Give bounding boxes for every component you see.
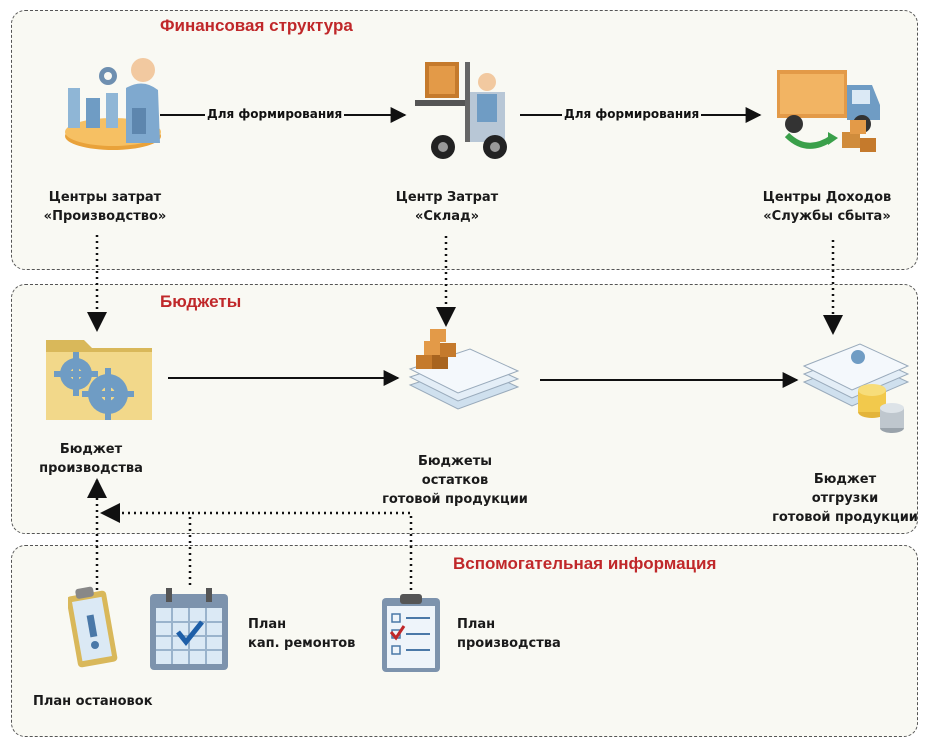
gear-folder-icon bbox=[46, 340, 152, 420]
label-stock-budget: Бюджеты остатков готовой продукции bbox=[382, 454, 528, 507]
clipboard-alert-icon bbox=[68, 586, 118, 668]
label-production-plan: План производства bbox=[457, 617, 561, 651]
label-sales-center: Центры Доходов «Службы сбыта» bbox=[762, 190, 892, 224]
label-production-budget: Бюджет производства bbox=[39, 442, 143, 476]
label-production-center: Центры затрат «Производство» bbox=[43, 190, 167, 224]
label-stop-plan: План остановок bbox=[33, 694, 153, 709]
budgets-panel bbox=[11, 284, 918, 534]
factory-worker-icon bbox=[65, 58, 161, 150]
edge-label-prod-warehouse: Для формирования bbox=[205, 107, 345, 121]
edge-production-plan bbox=[190, 511, 413, 590]
calendar-icon bbox=[150, 588, 228, 670]
boxes-documents-icon bbox=[408, 329, 520, 410]
edge-label-warehouse-sales: Для формирования bbox=[562, 107, 702, 121]
delivery-truck-icon bbox=[777, 70, 880, 152]
label-repair-plan: План кап. ремонтов bbox=[248, 617, 356, 651]
section-title-finance: Финансовая структура bbox=[160, 16, 353, 35]
finance-panel bbox=[11, 10, 918, 270]
label-warehouse-center: Центр Затрат «Склад» bbox=[395, 190, 499, 224]
label-shipment-budget: Бюджет отгрузки готовой продукции bbox=[772, 472, 918, 525]
section-title-budgets: Бюджеты bbox=[160, 292, 242, 311]
section-title-aux: Вспомогательная информация bbox=[453, 554, 717, 573]
coins-documents-icon bbox=[802, 343, 910, 433]
forklift-icon bbox=[415, 62, 507, 159]
checklist-icon bbox=[382, 594, 440, 672]
edge-repair-plan bbox=[100, 503, 192, 585]
